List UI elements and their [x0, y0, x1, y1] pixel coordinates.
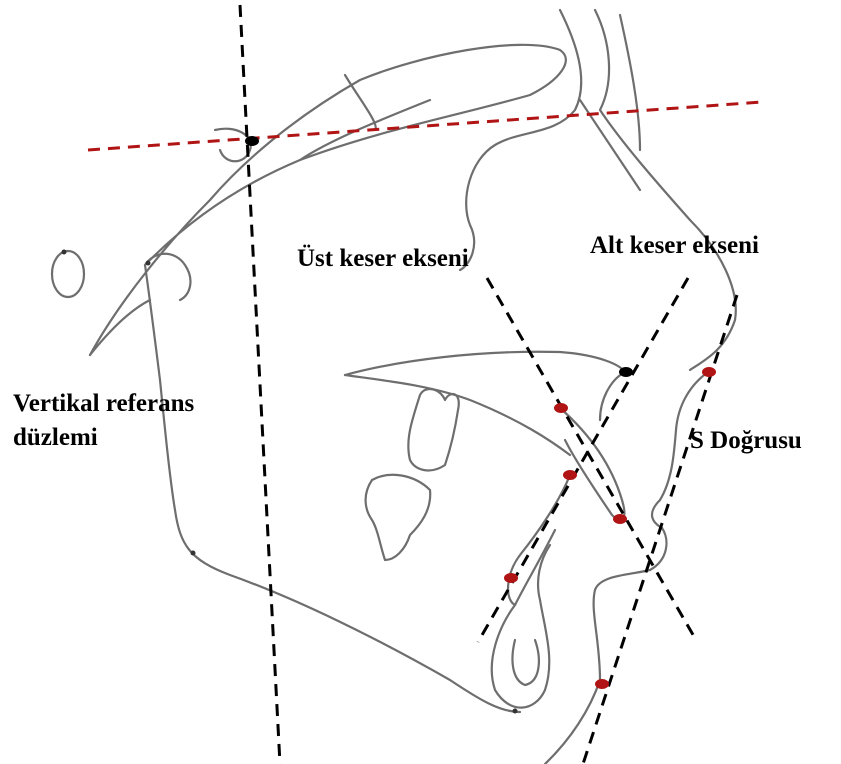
frontal-bone-outline — [300, 75, 430, 160]
vertical-reference-plane-line — [240, 5, 280, 764]
ramus-mandible-outline — [145, 265, 520, 712]
palatal-plane-outline — [345, 352, 625, 420]
lower-molar-outline — [366, 475, 431, 560]
landmark-point-small — [62, 250, 67, 255]
horizontal-reference-line — [88, 102, 762, 150]
landmark-point-black — [619, 367, 633, 377]
landmark-point-small — [146, 261, 151, 266]
landmark-point-small — [513, 709, 518, 714]
ear-rod-outline — [52, 251, 84, 297]
lower-incisor-axis-line — [478, 278, 688, 642]
vertical-reference-plane-label-line2: düzlemi — [13, 424, 98, 452]
condyle-outline — [145, 254, 190, 300]
landmark-point-red — [595, 679, 609, 689]
upper-incisor-axis-label: Üst keser ekseni — [297, 245, 469, 273]
s-line — [583, 295, 737, 764]
symphysis-inner-outline — [512, 640, 538, 685]
upper-incisor-axis-line — [487, 278, 696, 640]
landmark-point-red — [563, 470, 577, 480]
landmark-point-red — [554, 403, 568, 413]
upper-molar-outline — [408, 389, 458, 470]
landmark-point-red — [504, 573, 518, 583]
landmark-point-sella-black — [245, 136, 259, 146]
s-line-label: S Doğrusu — [690, 427, 802, 455]
vertical-reference-plane-label-line1: Vertikal referans — [13, 390, 194, 418]
landmark-point-small — [191, 551, 196, 556]
landmark-point-red — [613, 514, 627, 524]
landmark-points — [62, 136, 717, 714]
landmark-point-red — [702, 367, 716, 377]
soft-tissue-chin-outline — [545, 680, 600, 764]
cranial-base-outline — [90, 45, 566, 355]
lower-incisor-axis-label: Alt keser ekseni — [590, 232, 759, 260]
tracing-outlines — [52, 10, 736, 764]
soft-tissue-forehead-outline — [580, 15, 640, 190]
lower-lip-outline — [594, 528, 667, 680]
upper-incisor-outline — [560, 408, 624, 520]
